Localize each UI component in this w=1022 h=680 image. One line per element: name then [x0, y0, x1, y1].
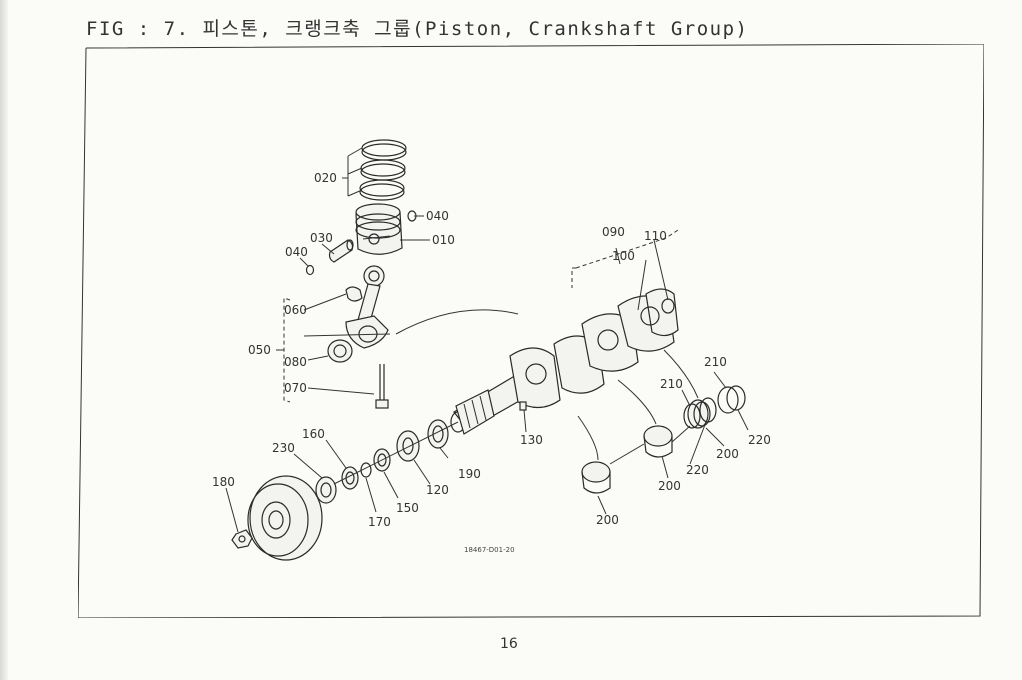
thrust-washer-220-a: [699, 397, 717, 423]
thrust-washer-220-b: [726, 385, 746, 411]
page-number: 16: [500, 636, 518, 652]
crankshaft-gear: [455, 389, 495, 435]
rod-group-bracket: [283, 297, 291, 403]
bearing-link-a: [609, 443, 645, 465]
crankshaft-key: [519, 401, 527, 411]
label-070: 070: [284, 381, 307, 395]
figure-title: FIG : 7. 피스톤, 크랭크축 그룹(Piston, Crankshaft…: [86, 18, 749, 40]
exploded-view-diagram: 020 040 010 030 040 060 050 080 070 090 …: [78, 44, 984, 618]
crankshaft-pulley: [247, 475, 323, 561]
front-axis-line: [333, 421, 459, 485]
label-220-left: 220: [686, 463, 709, 477]
label-200-middle: 200: [658, 479, 681, 493]
drawing-code: 18467-D01-20: [464, 546, 515, 554]
gear-190: [427, 419, 449, 449]
label-170: 170: [368, 515, 391, 529]
connecting-rod: [345, 265, 389, 349]
label-190: 190: [458, 467, 481, 481]
connecting-rod-bolt: [375, 364, 389, 409]
bearing-leader-a: [577, 415, 599, 461]
label-110: 110: [644, 229, 667, 243]
label-060: 060: [284, 303, 307, 317]
main-bearing-200-c: [687, 399, 711, 429]
label-220-right: 220: [748, 433, 771, 447]
label-030: 030: [310, 231, 333, 245]
main-bearing-200-b: [643, 425, 673, 458]
piston-pin: [328, 239, 354, 263]
piston-pin-clip-left: [305, 264, 315, 276]
label-040-left: 040: [285, 245, 308, 259]
pulley-nut: [231, 529, 253, 549]
label-090: 090: [602, 225, 625, 239]
label-160: 160: [302, 427, 325, 441]
label-210-left: 210: [660, 377, 683, 391]
bearing-link-b: [671, 425, 691, 443]
label-180: 180: [212, 475, 235, 489]
gear-120: [396, 430, 420, 462]
diagram-frame: 020 040 010 030 040 060 050 080 070 090 …: [78, 44, 984, 618]
frame-border: [78, 44, 984, 618]
label-200-bottom: 200: [596, 513, 619, 527]
thrust-washer-210-a: [683, 403, 701, 429]
label-010: 010: [432, 233, 455, 247]
main-bearing-200-a: [581, 461, 611, 494]
label-130: 130: [520, 433, 543, 447]
label-230: 230: [272, 441, 295, 455]
label-200-right: 200: [716, 447, 739, 461]
small-end-bushing: [345, 286, 363, 302]
piston-rings: [359, 139, 407, 201]
leader-lines: [225, 147, 749, 533]
crankpin-bearing: [327, 339, 353, 363]
collar-160: [341, 466, 359, 490]
rod-to-crank-leader: [395, 309, 519, 335]
bearing-leader-b: [617, 379, 657, 425]
label-050: 050: [248, 343, 271, 357]
piston: [355, 203, 403, 255]
label-120: 120: [426, 483, 449, 497]
scan-edge-shadow: [0, 0, 8, 680]
oil-seal-230: [315, 476, 337, 504]
label-100: 100: [612, 249, 635, 263]
crank-plug: [661, 298, 675, 314]
thrust-washer-210-b: [717, 386, 739, 414]
label-040-right: 040: [426, 209, 449, 223]
rod-assembly-leader: [303, 333, 391, 337]
label-210-right: 210: [704, 355, 727, 369]
label-080: 080: [284, 355, 307, 369]
label-020: 020: [314, 171, 337, 185]
label-150: 150: [396, 501, 419, 515]
bearing-leader-c: [663, 349, 699, 399]
crankshaft-bracket: [571, 229, 679, 288]
